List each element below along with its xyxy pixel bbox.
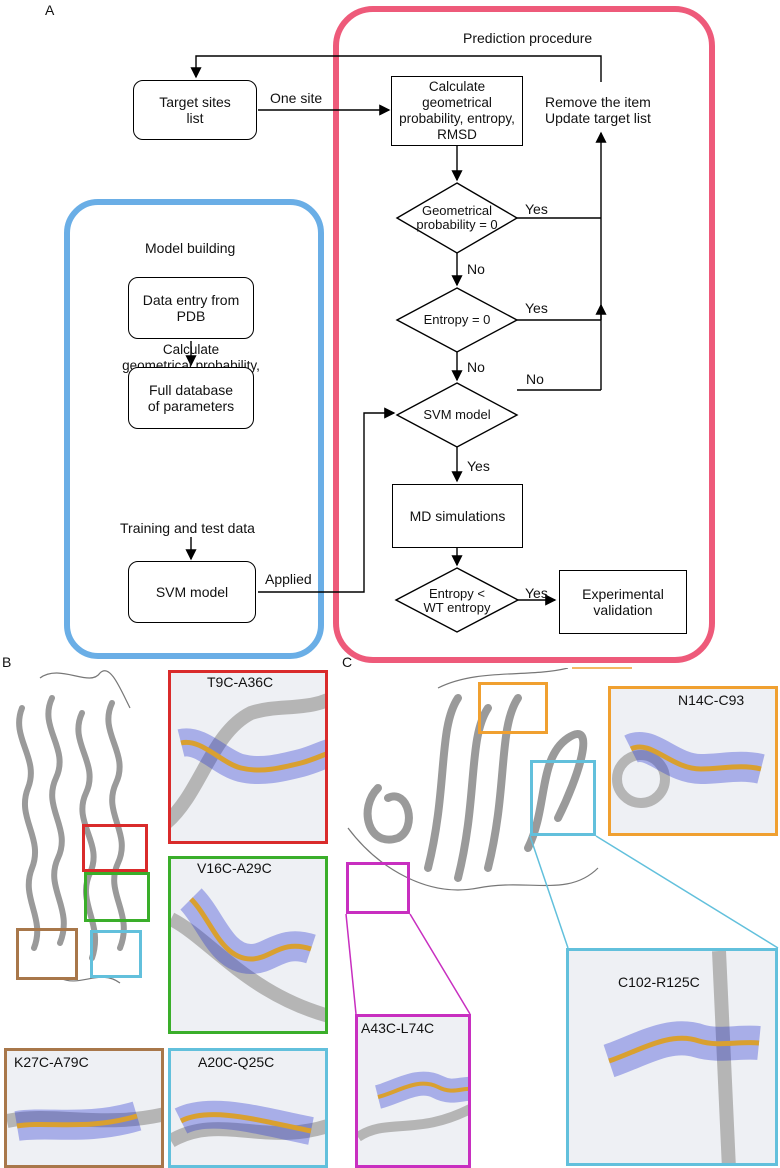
entropy-no-label: No [467,359,485,375]
target-sites-box: Target sites list [133,80,257,140]
md-simulations-box: MD simulations [392,484,523,548]
inset-title-t9c: T9C-A36C [207,674,274,690]
applied-label: Applied [265,571,312,587]
model-building-title: Model building [145,240,236,256]
inset-v16c [168,856,328,1034]
inset-title-a20c: A20C-Q25C [198,1054,275,1070]
wt-decision-text: Entropy < WT entropy [423,586,491,615]
panel-label-c: C [342,654,353,670]
cyan-highlight-box [90,930,142,978]
svm-decision-text: SVM model [423,407,491,422]
density-mesh-k27c [7,1101,161,1141]
density-mesh-a43c [358,1071,468,1142]
panel-label-b: B [2,654,12,670]
geo-no-label: No [467,261,485,277]
density-mesh-a20c [171,1100,325,1148]
one-site-label: One site [270,90,323,106]
inset-k27c [4,1048,164,1168]
geo-decision-text: Geometrical probability = 0 [416,203,498,232]
cyan-c-highlight-box [530,760,596,836]
orange-highlight-box [478,682,548,734]
full-database-box: Full database of parameters [128,367,254,429]
density-mesh-n14c [612,732,765,808]
green-highlight-box [84,872,150,922]
red-highlight-box [82,824,148,872]
flowchart-connectors [185,55,607,633]
experimental-validation-box: Experimental validation [559,570,687,634]
prediction-procedure-frame [333,6,715,663]
inset-t9c [168,670,328,844]
svm-no-label: No [526,371,544,387]
inset-n14c [608,686,778,836]
entropy-decision-text: Entropy = 0 [423,312,491,327]
density-mesh-v16c [171,888,325,1023]
geo-decision-diamond [395,182,519,254]
prediction-procedure-title: Prediction procedure [463,30,593,46]
geo-yes-label: Yes [525,201,548,217]
inset-title-n14c: N14C-C93 [678,692,745,708]
model-svm-box: SVM model [128,561,256,623]
panel-label-a: A [45,2,55,18]
inset-a43c [355,1014,471,1168]
inset-title-a43c: A43C-L74C [361,1020,435,1036]
svm-yes-label: Yes [467,458,490,474]
calculate-box: Calculate geometrical probability, entro… [391,76,523,146]
magenta-highlight-box [346,862,410,914]
inset-c102 [566,948,778,1166]
density-mesh-t9c [171,693,325,828]
model-building-frame [64,199,324,659]
training-data-label: Training and test data [120,520,255,536]
inset-a20c [168,1048,328,1168]
entropy-decision-diamond [395,287,519,353]
wt-yes-label: Yes [525,585,548,601]
wt-decision-diamond [394,567,520,633]
inset-title-k27c: K27C-A79C [14,1054,89,1070]
svm-decision-diamond [395,382,519,448]
inset-title-c102: C102-R125C [618,974,700,990]
brown-highlight-box [16,928,78,980]
remove-item-label: Remove the item Update target list [545,94,651,126]
panel-c-protein-structure [347,668,599,891]
inset-title-v16c: V16C-A29C [197,860,272,876]
entropy-yes-label: Yes [525,300,548,316]
panel-b-protein-structure [16,670,131,984]
loop-back-arrow [190,55,602,82]
density-mesh-c102 [603,951,761,1163]
data-entry-box: Data entry from PDB [128,277,254,339]
